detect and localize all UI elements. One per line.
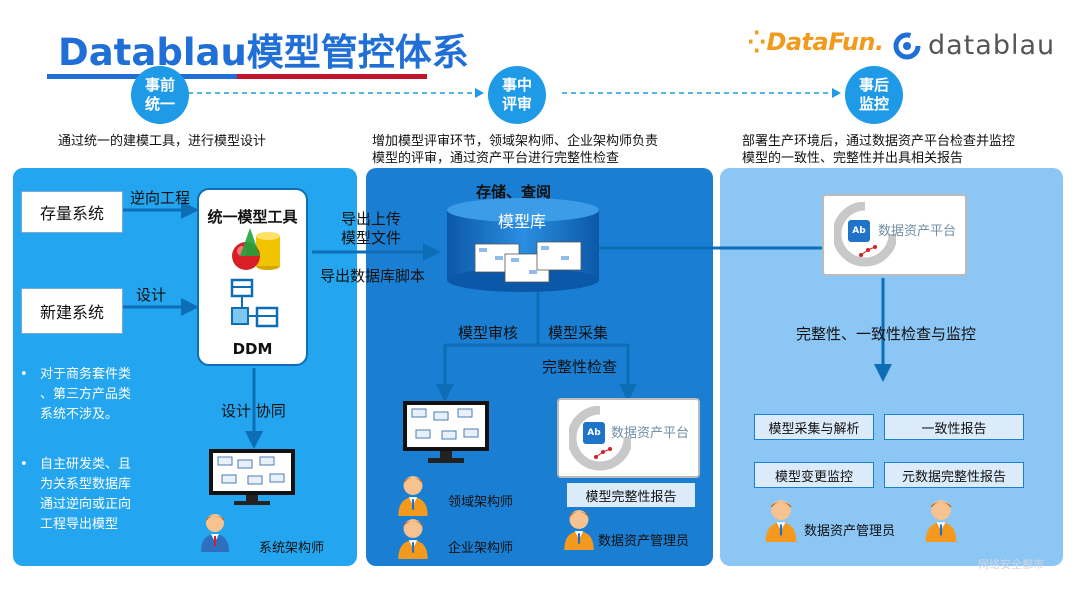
person-icon xyxy=(398,519,428,559)
datablau-logo: datablau xyxy=(892,30,1055,61)
datafun-dots-icon: ⁛ xyxy=(748,30,766,54)
platform-ring-icon xyxy=(569,406,631,471)
shapes-icon xyxy=(232,228,280,270)
review-monitor-icon xyxy=(403,401,489,463)
reverse-engineering-label: 逆向工程 xyxy=(130,189,191,207)
person-icon xyxy=(564,510,594,550)
asset-platform-label-monitor: 数据资产平台 xyxy=(878,224,957,239)
integrity-consistency-label: 完整性、一致性检查与监控 xyxy=(796,325,977,343)
modeling-tool-title: 统一模型工具 xyxy=(207,208,298,226)
description-after: 部署生产环境后，通过数据资产平台检查并监控 模型的一致性、完整性并出具相关报告 xyxy=(742,134,1016,166)
phase-during: 事中 评审 xyxy=(488,66,546,124)
asset-manager-label-monitor: 数据资产管理员 xyxy=(804,524,896,539)
model-integrity-report-box: 模型完整性报告 xyxy=(566,482,696,508)
model-repository-label: 模型库 xyxy=(498,212,547,231)
design-label: 设计 xyxy=(136,286,167,304)
model-diagram-icon xyxy=(230,278,279,328)
report-box: 元数据完整性报告 xyxy=(884,462,1024,488)
timeline-connector xyxy=(188,88,841,98)
store-browse-label: 存储、查阅 xyxy=(476,183,552,201)
monitor-icon xyxy=(209,449,295,505)
bullet-item: • 对于商务套件类 、第三方产品类 系统不涉及。 xyxy=(20,365,131,425)
platform-ring-icon xyxy=(834,202,896,267)
model-review-label: 模型审核 xyxy=(458,324,519,342)
page-title: Datablau模型管控体系 xyxy=(58,31,469,74)
title-underline-red xyxy=(237,74,427,79)
model-collection-label: 模型采集 xyxy=(548,324,609,342)
ab-logo-icon: Ab xyxy=(583,422,605,444)
bullet-list: • 对于商务套件类 、第三方产品类 系统不涉及。 • 自主研发类、且 为关系型数… xyxy=(20,365,131,535)
system-architect-label: 系统架构师 xyxy=(259,541,325,556)
datafun-logo: ⁛ DataFun. xyxy=(748,28,884,56)
bullet-mark: • xyxy=(20,457,28,472)
phase-before: 事前 统一 xyxy=(131,66,189,124)
design-collaboration-label: 设计 协同 xyxy=(221,402,286,420)
bullet-text-1: 对于商务套件类 、第三方产品类 系统不涉及。 xyxy=(40,367,132,422)
ab-logo-icon: Ab xyxy=(848,220,870,242)
watermark: 网络安全都市 xyxy=(978,558,1044,571)
modeling-tool-card: 统一模型工具 DDM xyxy=(197,188,308,366)
export-script-label: 导出数据库脚本 xyxy=(320,267,426,285)
new-system-box: 新建系统 xyxy=(21,288,123,334)
report-box: 模型采集与解析 xyxy=(754,414,874,440)
person-icon xyxy=(925,500,957,542)
network-nodes-icon xyxy=(859,245,877,257)
phase-after: 事后 监控 xyxy=(845,66,903,124)
asset-platform-card-monitor: Ab 数据资产平台 xyxy=(822,194,967,276)
report-box: 模型变更监控 xyxy=(754,462,874,488)
integrity-check-label: 完整性检查 xyxy=(542,358,618,376)
asset-platform-label-review: 数据资产平台 xyxy=(611,426,690,441)
report-box: 一致性报告 xyxy=(884,414,1024,440)
description-before: 通过统一的建模工具，进行模型设计 xyxy=(58,134,267,149)
datafun-logo-text: DataFun. xyxy=(766,28,884,56)
description-during: 增加模型评审环节，领域架构师、企业架构师负责 模型的评审，通过资产平台进行完整性… xyxy=(372,134,659,166)
bullet-item: • 自主研发类、且 为关系型数据库 通过逆向或正向 工程导出模型 xyxy=(20,455,131,535)
asset-manager-label-review: 数据资产管理员 xyxy=(598,534,690,549)
bullet-text-2: 自主研发类、且 为关系型数据库 通过逆向或正向 工程导出模型 xyxy=(40,457,132,532)
datablau-logo-text: datablau xyxy=(928,30,1056,61)
person-icon xyxy=(765,500,797,542)
export-upload-label: 导出上传 模型文件 xyxy=(341,210,402,247)
datablau-logo-icon xyxy=(893,32,921,59)
asset-platform-card-review: Ab 数据资产平台 xyxy=(557,398,700,478)
domain-architect-label: 领域架构师 xyxy=(448,495,514,510)
modeling-tool-name: DDM xyxy=(232,340,273,358)
person-icon xyxy=(398,476,428,516)
model-repository-icon xyxy=(447,198,599,292)
enterprise-architect-label: 企业架构师 xyxy=(448,541,514,556)
person-icon xyxy=(201,514,229,552)
existing-system-box: 存量系统 xyxy=(21,191,123,233)
bullet-mark: • xyxy=(20,367,28,382)
network-nodes-icon xyxy=(594,447,612,459)
